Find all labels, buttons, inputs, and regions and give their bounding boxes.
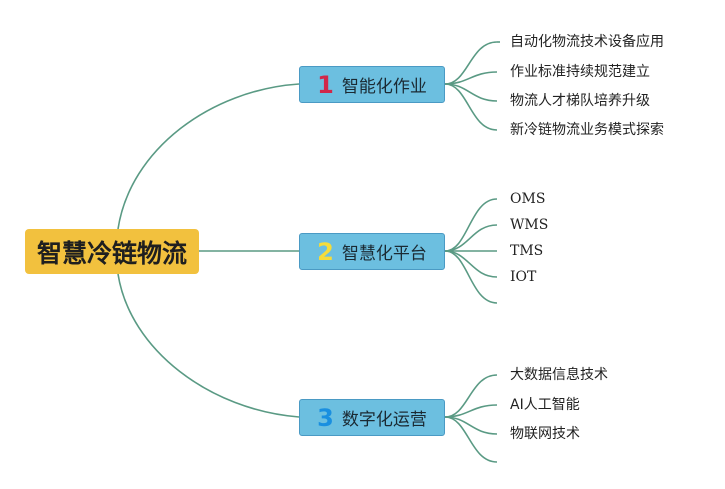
leaf-b2-4[interactable]: IOT xyxy=(510,269,537,285)
connector-b3-leaf-4 xyxy=(444,416,498,463)
connector-b2-leaf-2 xyxy=(444,224,498,252)
connector-root-branch-3 xyxy=(117,273,300,418)
branch-label-3: 数字化运营 xyxy=(341,410,427,430)
branch-number-1: 1 xyxy=(317,70,334,99)
connector-b2-leaf-4 xyxy=(444,250,498,278)
leaf-b1-2[interactable]: 作业标准持续规范建立 xyxy=(510,64,650,80)
branch-node-digital-operations[interactable]: 3 数字化运营 xyxy=(299,399,445,436)
leaf-b1-3[interactable]: 物流人才梯队培养升级 xyxy=(510,93,650,109)
connector-b2-leaf-1 xyxy=(444,198,498,252)
branch-node-intelligent-operations[interactable]: 1 智能化作业 xyxy=(299,66,445,103)
leaf-b2-3[interactable]: TMS xyxy=(510,243,544,259)
root-node[interactable]: 智慧冷链物流 xyxy=(25,229,199,274)
branch-label-1: 智能化作业 xyxy=(341,77,427,97)
leaf-b2-1[interactable]: OMS xyxy=(510,191,546,207)
connector-b1-leaf-4 xyxy=(444,83,498,131)
leaf-b3-1[interactable]: 大数据信息技术 xyxy=(510,367,608,383)
branch-number-3: 3 xyxy=(317,403,334,432)
leaf-b3-3[interactable]: 物联网技术 xyxy=(510,426,580,442)
branch-node-smart-platform[interactable]: 2 智慧化平台 xyxy=(299,233,445,270)
leaf-b2-2[interactable]: WMS xyxy=(510,217,549,233)
leaf-b1-1[interactable]: 自动化物流技术设备应用 xyxy=(510,34,664,50)
branch-label-2: 智慧化平台 xyxy=(341,244,427,264)
root-label: 智慧冷链物流 xyxy=(36,238,187,268)
leaf-b1-4[interactable]: 新冷链物流业务模式探索 xyxy=(510,122,664,138)
connector-root-branch-1 xyxy=(117,83,300,230)
leaf-b3-2[interactable]: AI人工智能 xyxy=(510,397,580,413)
branch-number-2: 2 xyxy=(317,237,334,266)
connector-b2-leaf-5 xyxy=(444,250,498,304)
